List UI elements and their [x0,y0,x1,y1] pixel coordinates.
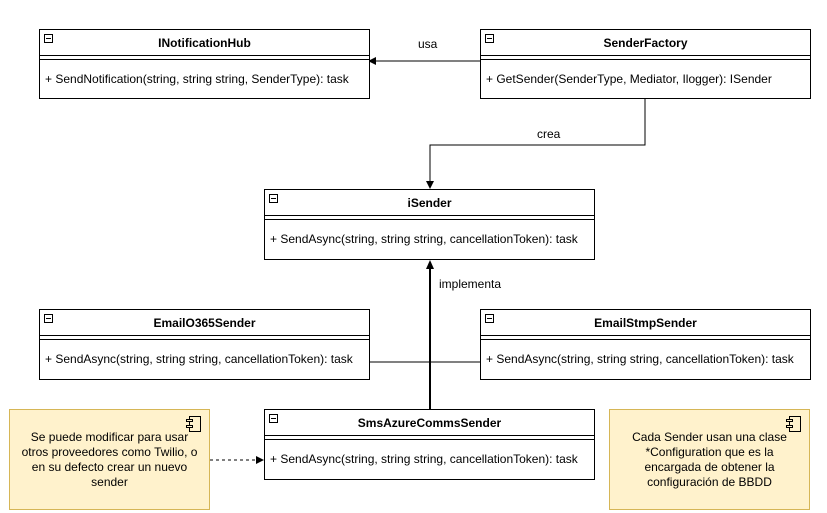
class-name: SmsAzureCommsSender [357,416,502,430]
usa-arrowhead [368,57,376,65]
class-header: EmailStmpSender [481,310,810,336]
class-isender[interactable]: iSender + SendAsync(string, string strin… [264,189,595,260]
class-separator [481,56,810,60]
class-header: INotificationHub [40,30,369,56]
class-senderfactory[interactable]: SenderFactory + GetSender(SenderType, Me… [480,29,811,99]
collapse-icon[interactable] [44,34,53,43]
edge-label-usa: usa [418,37,438,51]
class-header: iSender [265,190,594,216]
class-operation: + SendAsync(string, string string, cance… [270,452,578,466]
class-operation: + GetSender(SenderType, Mediator, Ilogge… [486,72,772,86]
class-separator [265,436,594,440]
class-separator [40,336,369,340]
collapse-icon[interactable] [269,414,278,423]
edge-label-implementa: implementa [439,277,502,291]
class-name: EmailO365Sender [153,316,256,330]
class-separator [265,216,594,220]
crea-connector [429,99,646,182]
class-header: SenderFactory [481,30,810,56]
class-header: SmsAzureCommsSender [265,410,594,436]
class-separator [481,336,810,340]
class-separator [40,56,369,60]
class-emailstmpsender[interactable]: EmailStmpSender + SendAsync(string, stri… [480,309,811,380]
component-icon [186,416,201,432]
component-icon [786,416,801,432]
class-operation: + SendAsync(string, string string, cance… [45,352,353,366]
collapse-icon[interactable] [44,314,53,323]
class-name: EmailStmpSender [594,316,697,330]
class-operation: + SendAsync(string, string string, cance… [270,232,578,246]
note-text: Se puede modificar para usar otros prove… [21,429,198,489]
note-arrowhead [256,456,264,464]
edge-label-crea: crea [537,127,561,141]
class-header: EmailO365Sender [40,310,369,336]
crea-arrowhead [426,181,434,189]
class-name: SenderFactory [603,36,688,50]
class-smsazurecommssender[interactable]: SmsAzureCommsSender + SendAsync(string, … [264,409,595,480]
implementa-arrowhead [426,260,434,269]
class-operation: + SendNotification(string, string string… [45,72,349,86]
note-right[interactable]: Cada Sender usan una clase *Configuratio… [609,409,810,510]
collapse-icon[interactable] [485,314,494,323]
class-inotificationhub[interactable]: INotificationHub + SendNotification(stri… [39,29,370,99]
class-name: INotificationHub [158,36,251,50]
class-operation: + SendAsync(string, string string, cance… [486,352,794,366]
class-emailo365sender[interactable]: EmailO365Sender + SendAsync(string, stri… [39,309,370,380]
class-name: iSender [407,196,452,210]
note-text: Cada Sender usan una clase *Configuratio… [632,429,787,489]
collapse-icon[interactable] [485,34,494,43]
collapse-icon[interactable] [269,194,278,203]
note-left[interactable]: Se puede modificar para usar otros prove… [9,409,210,510]
